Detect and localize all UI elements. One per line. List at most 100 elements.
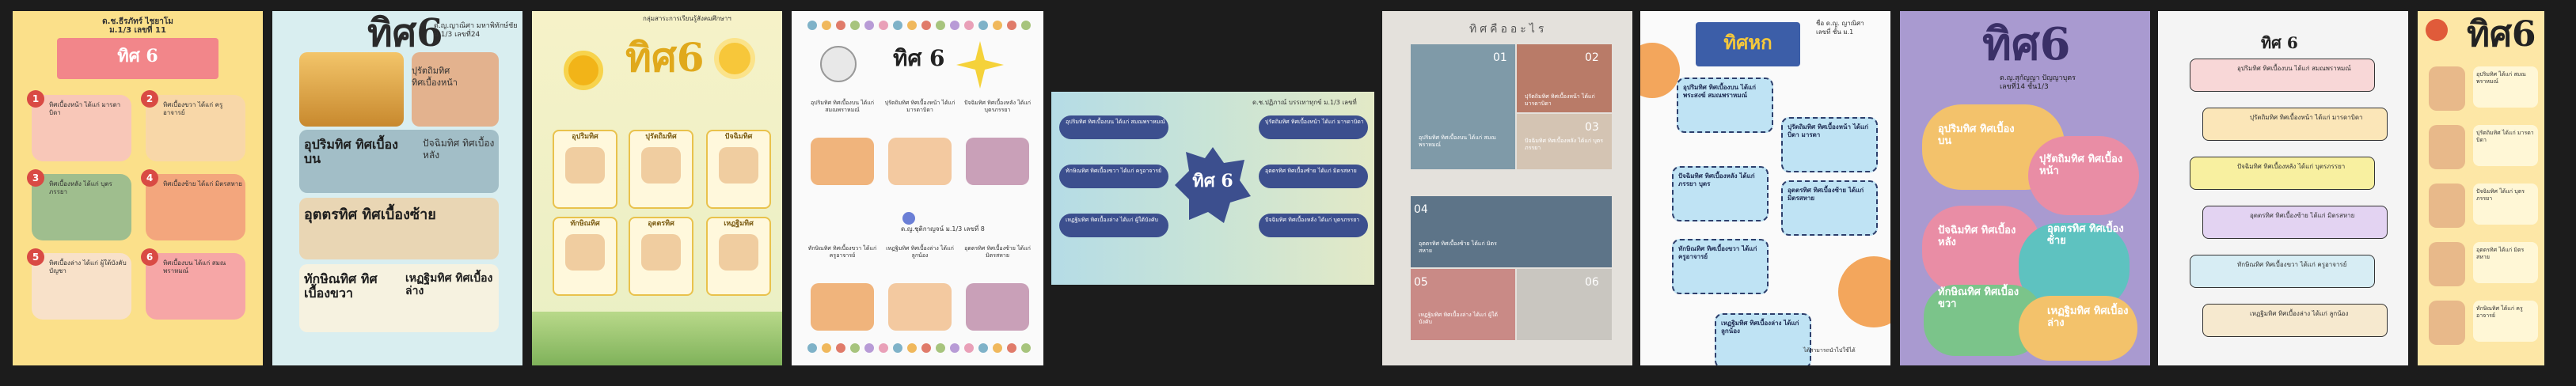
p10-box — [2473, 301, 2538, 342]
p7-box — [1781, 117, 1878, 172]
p4-figure — [811, 283, 874, 331]
p8-title: ทิศ6 — [1982, 18, 2071, 70]
poster-5[interactable]: ด.ช.ปฏิภาณ์ บรรเทาทุกข์ ม.1/3 เลขที่ ทิศ… — [1051, 92, 1374, 285]
poster-10[interactable]: ทิศ6 อุปริมทิศ ได้แก่ สมณพราหมณ์ปุรัตถิม… — [2418, 11, 2544, 365]
p9-box-label: อุตตรทิศ ทิศเบื้องซ้าย ได้แก่ มิตรสหาย — [2250, 212, 2355, 219]
p7-title-banner — [1696, 22, 1800, 66]
p4-dot — [807, 343, 817, 353]
p6-panel-3 — [1517, 114, 1612, 169]
compass-icon — [902, 212, 915, 225]
p1-item-label: ทิศเบื้องบน ได้แก่ สมณพราหมณ์ — [163, 259, 226, 274]
p9-box-label: ปุรัตถิมทิศ ทิศเบื้องหน้า ได้แก่ มารดาบิ… — [2250, 114, 2363, 121]
p1-item-card — [146, 174, 245, 240]
p4-dot — [978, 21, 988, 30]
p7-box — [1781, 180, 1878, 236]
poster-9[interactable]: ทิศ 6 อุปริมทิศ ทิศเบื้องบน ได้แก่ สมณพร… — [2158, 11, 2408, 365]
p6-number: 01 — [1493, 51, 1507, 64]
p6-panel-1 — [1411, 44, 1515, 169]
p1-item-label: ทิศเบื้องล่าง ได้แก่ ผู้ใต้บังคับบัญชา — [49, 259, 127, 274]
p5-pill — [1059, 115, 1168, 139]
p2-band — [299, 130, 499, 193]
p5-title-badge — [1175, 147, 1251, 223]
p4-figure — [966, 283, 1029, 331]
p4-dot — [807, 21, 817, 30]
p9-box — [2190, 59, 2375, 92]
p9-box — [2190, 255, 2375, 288]
p4-dot — [1007, 21, 1016, 30]
p4-figure — [966, 138, 1029, 185]
p4-caption: อุปริมทิศ ทิศเบื้องบน ได้แก่ สมณพราหมณ์ — [810, 100, 875, 113]
p7-footer: ได้สามารถนำไปใช้ได้ — [1803, 347, 1856, 354]
poster-1[interactable]: ด.ช.ธีรภัทร์ ไชยาโม ม.1/3 เลขที่ 11 ทิศ … — [13, 11, 263, 365]
p5-header: ด.ช.ปฏิภาณ์ บรรเทาทุกข์ ม.1/3 เลขที่ — [1252, 99, 1357, 106]
p8-label: เหฏฐิมทิศ ทิศเบื้องล่าง — [2047, 305, 2129, 329]
sunflower-icon — [564, 51, 603, 90]
p1-item-label: ทิศเบื้องหน้า ได้แก่ มารดาบิดา — [49, 101, 121, 116]
p6-number: 06 — [1585, 276, 1599, 289]
p9-box — [2202, 304, 2388, 337]
p1-item-number: 5 — [27, 248, 44, 266]
p7-box-label: อุตตรทิศ ทิศเบื้องซ้าย ได้แก่ มิตรสหาย — [1788, 187, 1864, 202]
p7-box — [1677, 78, 1773, 133]
temple-image — [299, 52, 404, 127]
p3-card-label: ปุรัตถิมทิศ — [645, 133, 677, 141]
p7-box — [1672, 239, 1769, 294]
p1-item-card — [146, 253, 245, 320]
p7-box-label: เหฏฐิมทิศ ทิศเบื้องล่าง ได้แก่ ลูกน้อง — [1721, 320, 1799, 335]
poster-7[interactable]: ทิศหก ชื่อ ด.ญ. ญาณิศา เลขที่ ชั้น ม.1 อ… — [1640, 11, 1890, 365]
p9-box — [2202, 108, 2388, 141]
p4-figure — [888, 283, 952, 331]
p4-caption: ทักษิณทิศ ทิศเบื้องขวา ได้แก่ ครูอาจารย์ — [807, 245, 877, 259]
p8-author: ด.ญ.สุกัญญา ปัญญาบุตร เลขที่14 ชั้น1/3 — [2000, 74, 2076, 91]
p4-dot — [907, 343, 917, 353]
p5-pill — [1259, 165, 1368, 188]
p4-caption: เหฏฐิมทิศ ทิศเบื้องล่าง ได้แก่ ลูกน้อง — [886, 245, 954, 259]
p8-label: อุปริมทิศ ทิศเบื้องบน — [1938, 123, 2015, 147]
p4-mid: ด.ญ.ชุติกาญจน์ ม.1/3 เลขที่ 8 — [901, 225, 985, 233]
p3-title: ทิศ6 — [625, 34, 705, 81]
p4-dot — [921, 21, 931, 30]
p5-title: ทิศ 6 — [1192, 171, 1233, 191]
p10-title: ทิศ6 — [2467, 14, 2536, 55]
p3-card-label: อุปริมทิศ — [572, 133, 598, 141]
p10-box — [2473, 125, 2538, 166]
p2-label-6: อุปริมทิศ ทิศเบื้องบน — [304, 137, 398, 166]
p10-label: อุปริมทิศ ได้แก่ สมณพราหมณ์ — [2476, 71, 2526, 85]
p5-pill-label: ทักษิณทิศ ทิศเบื้องขวา ได้แก่ ครูอาจารย์ — [1066, 168, 1162, 174]
p4-dot — [864, 21, 874, 30]
poster-3[interactable]: กลุ่มสาระการเรียนรู้สังคมศึกษาฯ ทิศ6 อุป… — [532, 11, 782, 365]
p4-dot — [850, 21, 860, 30]
p4-dot — [936, 343, 945, 353]
p1-item-number: 4 — [141, 169, 158, 187]
p1-item-card — [146, 95, 245, 161]
p6-header: ทิศคืออะไร — [1469, 23, 1548, 36]
p2-band-3 — [299, 264, 499, 332]
p2-label-3: ปัจฉิมทิศ ทิศเบื้องหลัง — [423, 138, 495, 161]
poster-4[interactable]: ทิศ 6 อุปริมทิศ ทิศเบื้องบน ได้แก่ สมณพร… — [792, 11, 1043, 365]
p3-card — [706, 217, 771, 296]
p9-box-label: ปัจฉิมทิศ ทิศเบื้องหลัง ได้แก่ บุตรภรรยา — [2237, 163, 2346, 170]
p4-dot — [950, 343, 959, 353]
p1-item-number: 3 — [27, 169, 44, 187]
p2-author: ด.ญ.ญาณิศา มหาพิทักษ์ชัย ม.1/3 เลขที่24 — [434, 22, 518, 39]
p4-dot — [1007, 343, 1016, 353]
p3-card-label: เหฏฐิมทิศ — [724, 220, 754, 228]
family-image — [412, 52, 499, 127]
p4-dot — [950, 21, 959, 30]
p7-box-label: ทักษิณทิศ ทิศเบื้องขวา ได้แก่ ครูอาจารย์ — [1678, 245, 1757, 260]
p7-box-label: อุปริมทิศ ทิศเบื้องบน ได้แก่ พระสงฆ์ สมณ… — [1683, 84, 1757, 99]
poster-2[interactable]: ทิศ6 ด.ญ.ญาณิศา มหาพิทักษ์ชัย ม.1/3 เลขท… — [272, 11, 522, 365]
p9-box-label: อุปริมทิศ ทิศเบื้องบน ได้แก่ สมณพราหมณ์ — [2237, 65, 2351, 72]
p1-item-label: ทิศเบื้องขวา ได้แก่ ครูอาจารย์ — [163, 101, 223, 116]
p6-caption: เหฏฐิมทิศ ทิศเบื้องล่าง ได้แก่ ผู้ใต้บัง… — [1419, 312, 1498, 325]
poster-8[interactable]: ทิศ6 ด.ญ.สุกัญญา ปัญญาบุตร เลขที่14 ชั้น… — [1900, 11, 2150, 365]
p2-label-5: เหฏฐิมทิศ ทิศเบื้องล่าง — [405, 272, 493, 297]
p7-box-label: ปัจฉิมทิศ ทิศเบื้องหลัง ได้แก่ ภรรยา บุต… — [1678, 172, 1755, 187]
p7-author: ชื่อ ด.ญ. ญาณิศา เลขที่ ชั้น ม.1 — [1816, 20, 1864, 36]
p7-box-label: ปุรัตถิมทิศ ทิศเบื้องหน้า ได้แก่ บิดา มา… — [1788, 123, 1868, 138]
p4-dot — [879, 343, 888, 353]
p3-meadow — [532, 312, 782, 365]
p1-item-label: ทิศเบื้องหลัง ได้แก่ บุตรภรรยา — [49, 180, 112, 195]
p6-caption: อุปริมทิศ ทิศเบื้องบน ได้แก่ สมณพราหมณ์ — [1419, 134, 1496, 148]
